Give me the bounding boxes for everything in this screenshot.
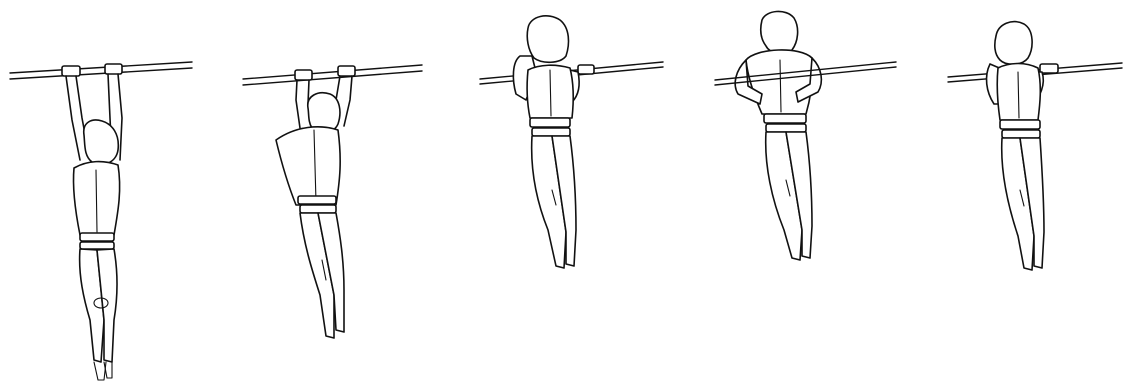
pull-up-bar	[10, 62, 192, 79]
stage-4-chest-to-bar	[715, 11, 896, 260]
head	[527, 16, 568, 62]
legs	[80, 249, 117, 380]
stage-1-dead-hang	[10, 62, 192, 380]
stage-3-chin-over-bar	[480, 16, 663, 268]
belt	[1000, 120, 1040, 138]
torso	[997, 64, 1040, 121]
head	[84, 120, 119, 165]
head	[761, 11, 798, 53]
stage-5-top-hold	[948, 22, 1122, 270]
torso	[276, 127, 340, 205]
legs	[1002, 138, 1044, 270]
torso	[527, 65, 573, 118]
pull-up-bar	[243, 65, 422, 85]
legs	[766, 132, 812, 260]
belt	[298, 196, 336, 213]
head	[995, 22, 1032, 65]
belt	[764, 114, 806, 132]
torso	[73, 162, 119, 235]
belt	[530, 118, 570, 136]
stage-2-initial-pull	[243, 65, 422, 338]
legs	[300, 213, 344, 338]
belt	[80, 233, 114, 249]
legs	[532, 136, 576, 268]
torso	[746, 50, 813, 114]
